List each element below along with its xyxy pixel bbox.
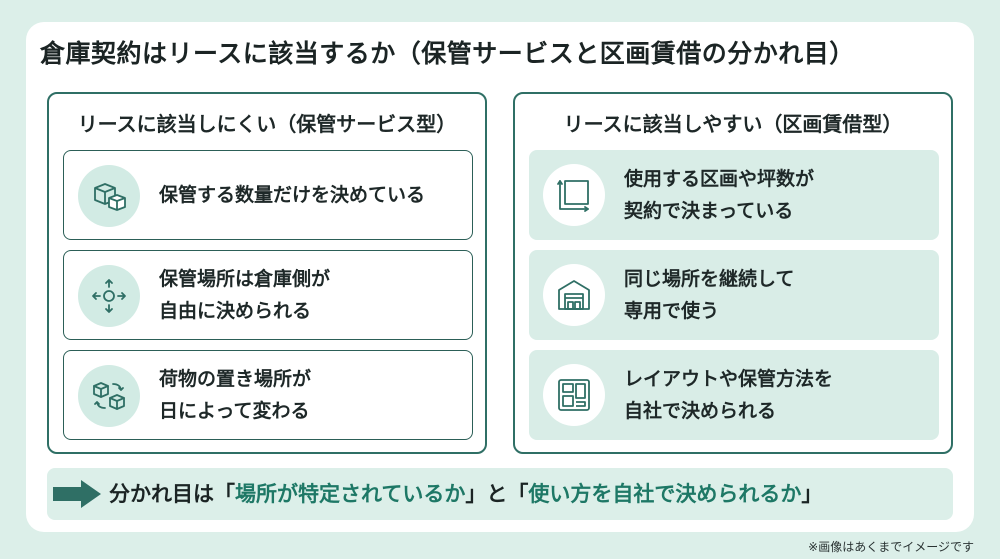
conclusion-middle: 」と「 [465, 482, 529, 506]
area-dimension-icon [543, 164, 605, 226]
list-item: レイアウトや保管方法を 自社で決められる [529, 350, 939, 440]
warehouse-icon [543, 264, 605, 326]
item-text: 荷物の置き場所が 日によって変わる [159, 351, 464, 439]
item-text-line: 自由に決められる [159, 300, 312, 322]
item-text-line: 同じ場所を継続して [624, 268, 795, 290]
layout-icon [543, 364, 605, 426]
list-item: 保管場所は倉庫側が 自由に決められる [63, 250, 473, 340]
item-text-line: 保管する数量だけを決めている [159, 184, 426, 206]
panel-storage-service: リースに該当しにくい（保管サービス型） 保管する数量だけを決めている [47, 92, 487, 454]
move-arrows-icon [78, 265, 140, 327]
conclusion-suffix: 」 [801, 482, 823, 506]
list-item: 荷物の置き場所が 日によって変わる [63, 350, 473, 440]
item-text: 使用する区画や坪数が 契約で決まっている [624, 150, 929, 240]
item-text-line: レイアウトや保管方法を [624, 368, 834, 390]
footnote: ※画像はあくまでイメージです [808, 540, 974, 554]
item-text-line: 契約で決まっている [624, 200, 794, 222]
arrow-right-icon [53, 480, 101, 508]
conclusion-highlight-usage: 使い方を自社で決められるか [528, 482, 802, 506]
item-text: 同じ場所を継続して 専用で使う [624, 250, 929, 340]
item-text: 保管場所は倉庫側が 自由に決められる [159, 251, 464, 339]
item-text-line: 自社で決められる [624, 400, 777, 422]
conclusion-bar: 分かれ目は「場所が特定されているか」と「使い方を自社で決められるか」 [47, 468, 953, 520]
conclusion-text: 分かれ目は「場所が特定されているか」と「使い方を自社で決められるか」 [109, 468, 822, 520]
boxes-icon [78, 165, 140, 227]
page-title: 倉庫契約はリースに該当するか（保管サービスと区画賃借の分かれ目） [40, 39, 855, 68]
panel-title-area-lease: リースに該当しやすい（区画賃借型） [563, 112, 903, 136]
list-item: 同じ場所を継続して 専用で使う [529, 250, 939, 340]
item-text: レイアウトや保管方法を 自社で決められる [624, 350, 929, 440]
item-text-line: 日によって変わる [159, 400, 310, 422]
item-text-line: 専用で使う [624, 300, 720, 322]
list-item: 保管する数量だけを決めている [63, 150, 473, 240]
conclusion-highlight-location: 場所が特定されているか [235, 482, 466, 506]
conclusion-prefix: 分かれ目は「 [109, 482, 235, 506]
item-text: 保管する数量だけを決めている [159, 151, 464, 239]
list-item: 使用する区画や坪数が 契約で決まっている [529, 150, 939, 240]
item-text-line: 荷物の置き場所が [159, 368, 312, 390]
item-text-line: 使用する区画や坪数が [624, 168, 815, 190]
panel-title-storage-service: リースに該当しにくい（保管サービス型） [77, 112, 457, 136]
boxes-rotate-icon [78, 365, 140, 427]
panel-area-lease: リースに該当しやすい（区画賃借型） 使用する区画や坪数が 契約で決まっている [513, 92, 953, 454]
item-text-line: 保管場所は倉庫側が [159, 268, 331, 290]
